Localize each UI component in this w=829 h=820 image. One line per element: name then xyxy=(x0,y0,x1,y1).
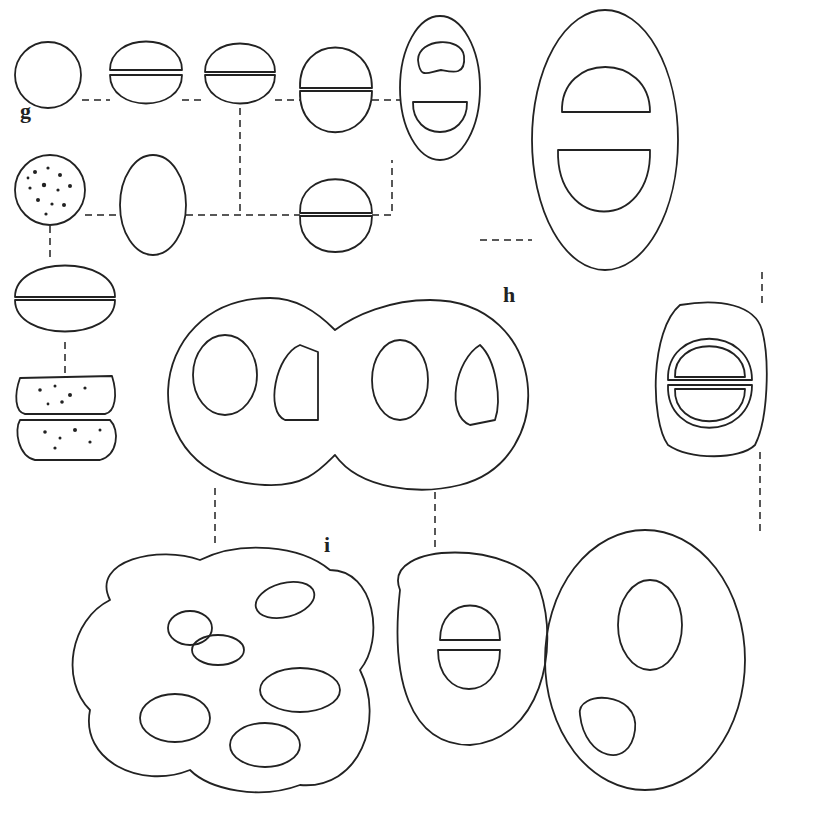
panel-letter: h xyxy=(503,284,515,306)
panel-letter: i xyxy=(324,534,330,556)
panel-letter: g xyxy=(20,100,31,122)
